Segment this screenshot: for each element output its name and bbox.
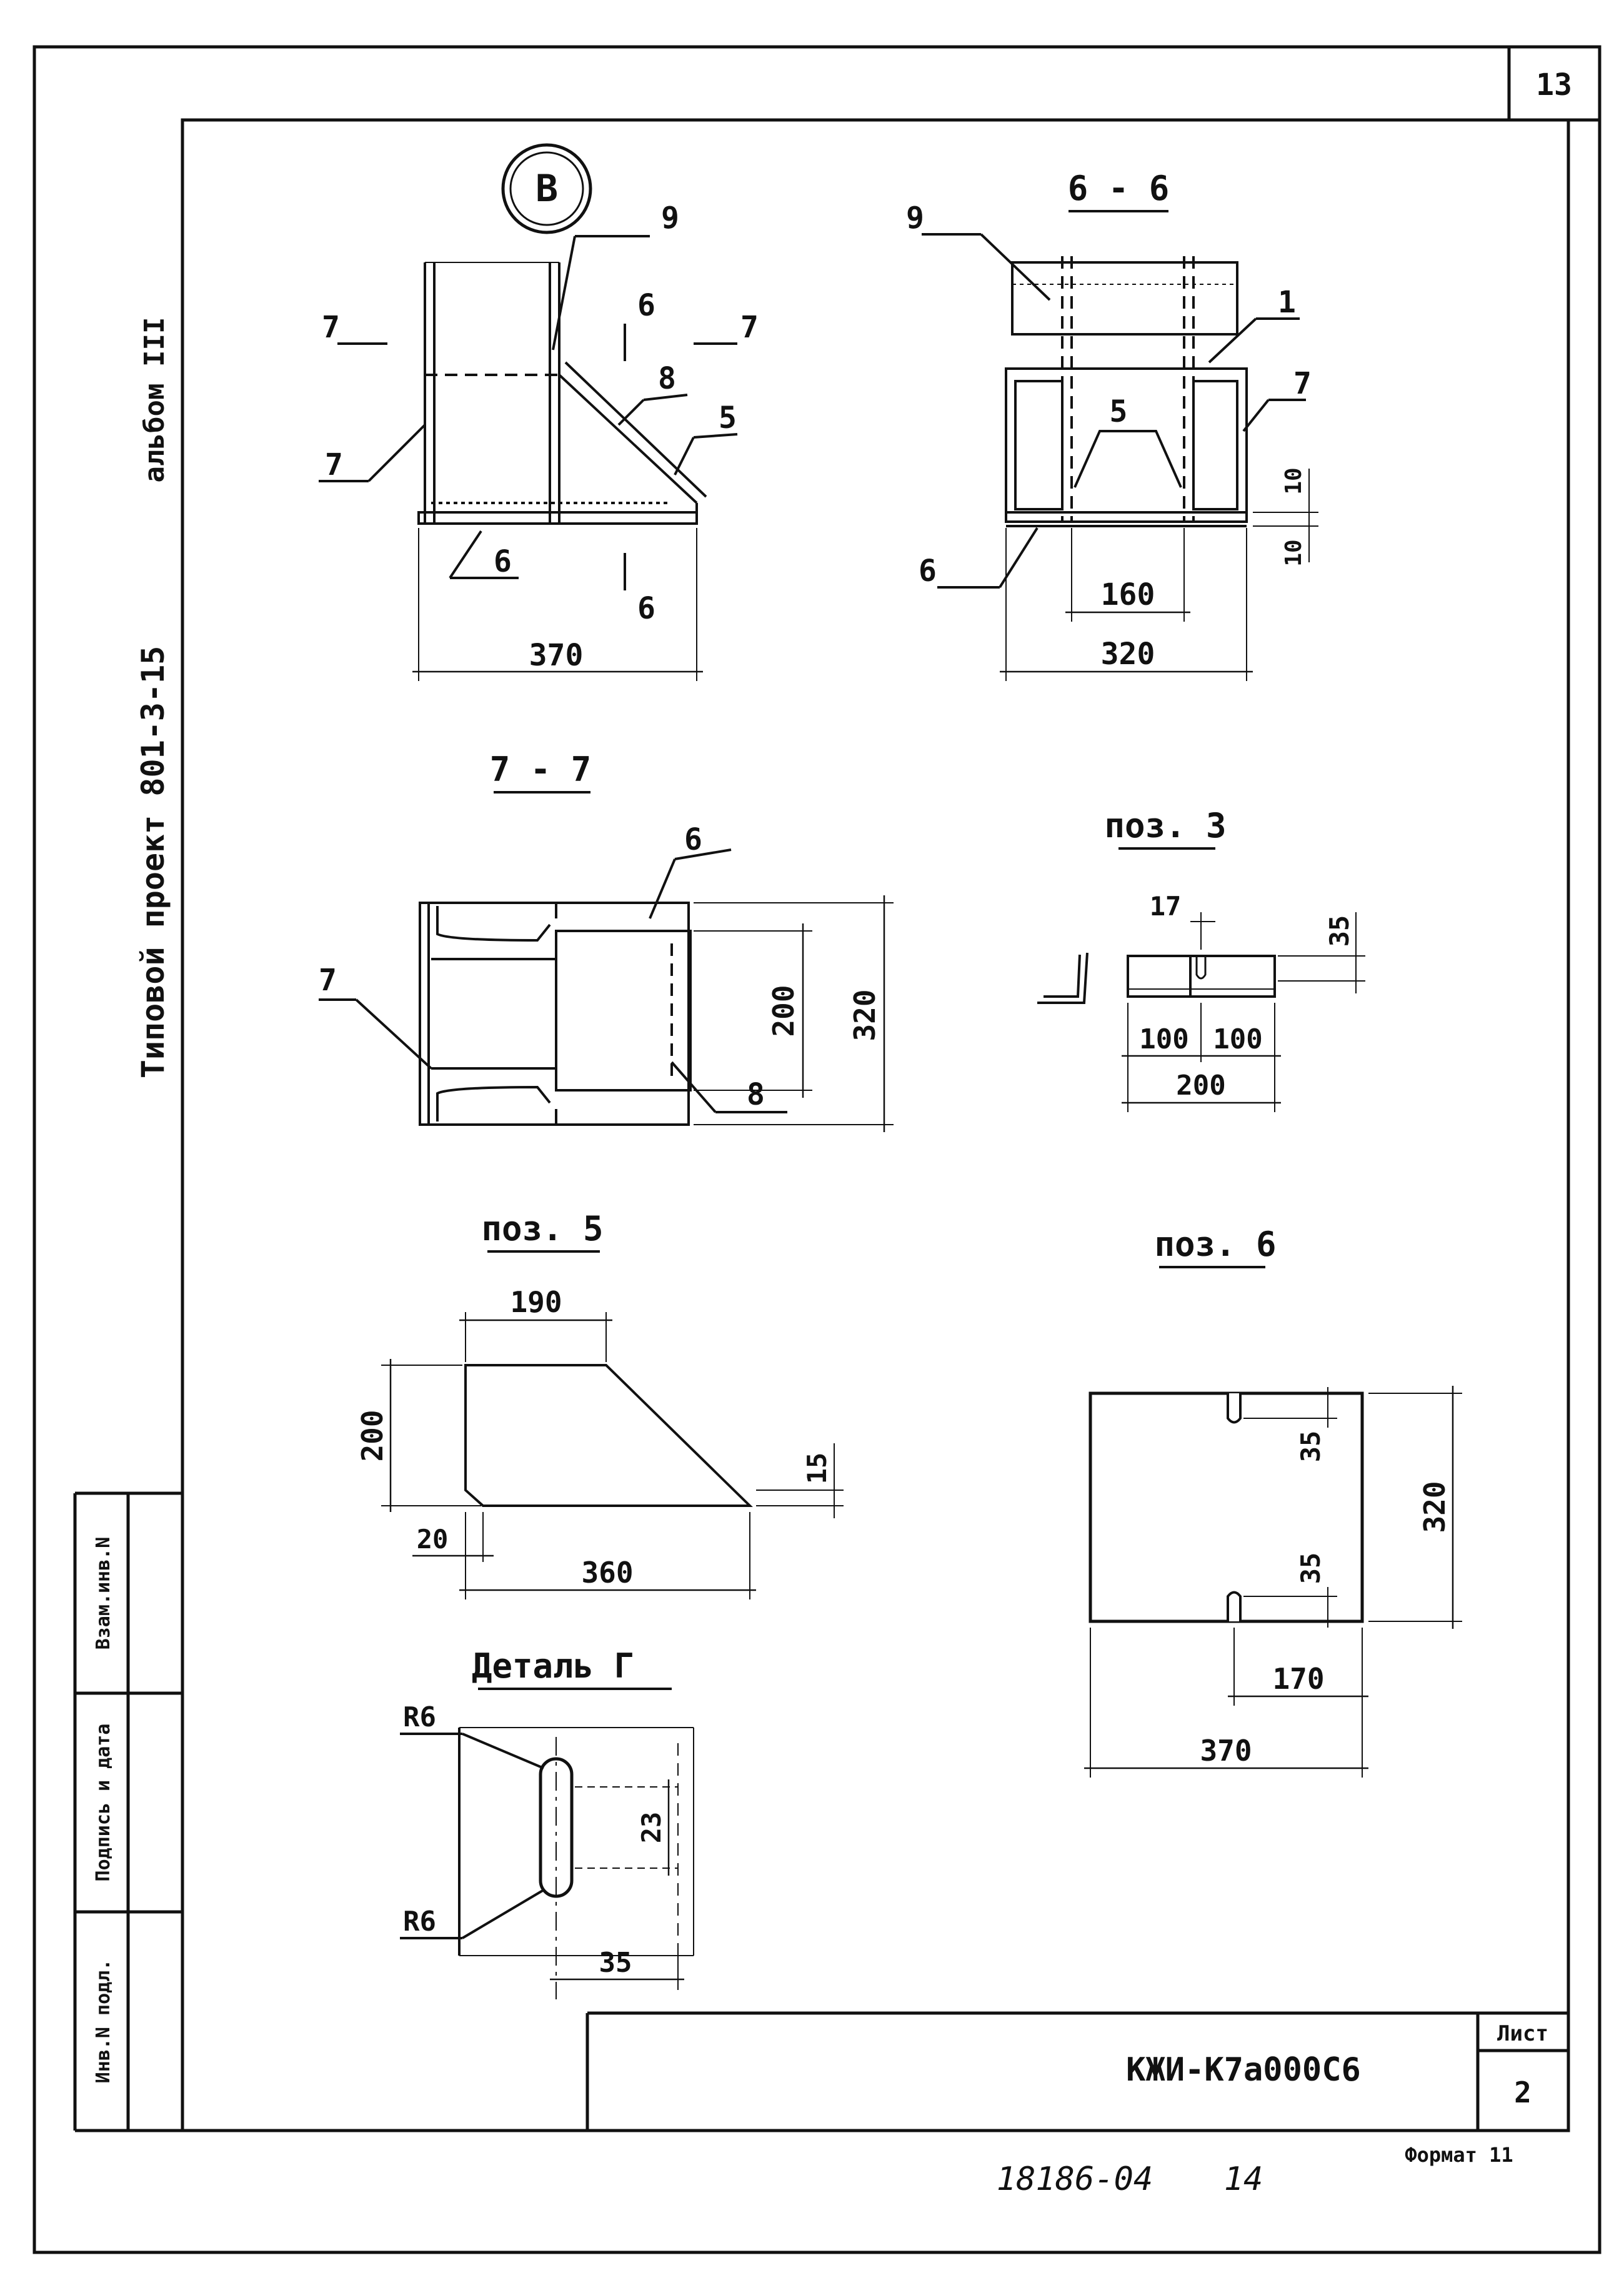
section-7-7-dim-200: 200: [767, 985, 800, 1037]
page-number: 13: [1536, 67, 1572, 102]
view-b-mark-6-top: 6: [637, 288, 655, 323]
view-b-dim-370: 370: [529, 638, 584, 673]
section-7-7-dim-320: 320: [848, 989, 882, 1041]
detail-g-dim-35: 35: [599, 1947, 632, 1979]
pos6-dim-370: 370: [1200, 1734, 1252, 1768]
pos3: [1037, 847, 1365, 1112]
pos5-dim-200: 200: [356, 1410, 389, 1461]
pos6-dim-170: 170: [1272, 1662, 1324, 1696]
view-b-mark-7-right: 7: [740, 310, 759, 345]
pos3-dim-17: 17: [1150, 891, 1182, 922]
pos3-dim-100-right: 100: [1213, 1023, 1262, 1055]
view-b-mark-6-bottom: 6: [637, 591, 655, 626]
pos6-title: поз. 6: [1154, 1225, 1276, 1264]
detail-g-r6-top: R6: [403, 1701, 436, 1733]
section-7-7-pos-8: 8: [747, 1077, 765, 1112]
section-6-6: [922, 210, 1318, 681]
archive-number: 18186-04: [997, 2161, 1153, 2198]
view-b-pos-9: 9: [661, 201, 679, 236]
view-b-mark-7-left: 7: [322, 310, 340, 345]
pos5: [381, 1250, 844, 1599]
section-7-7: [319, 791, 894, 1132]
pos6-dim-35-bottom: 35: [1295, 1553, 1326, 1584]
stamp-sign-label: Подпись и дата: [92, 1724, 114, 1882]
pos3-title: поз. 3: [1104, 806, 1226, 845]
stamp-inv-label: Инв.N подл.: [92, 1959, 114, 2084]
section-7-7-title: 7 - 7: [490, 750, 592, 789]
section-6-6-dim-10-upper: 10: [1281, 467, 1307, 494]
view-b: [319, 143, 738, 681]
pos5-dim-360: 360: [581, 1556, 633, 1589]
section-6-6-dim-160: 160: [1101, 577, 1155, 612]
view-b-pos-8: 8: [658, 361, 676, 396]
section-7-7-pos-7: 7: [319, 963, 337, 998]
section-6-6-title: 6 - 6: [1068, 169, 1170, 208]
detail-g: [400, 1688, 694, 1999]
section-7-7-pos-6: 6: [684, 822, 702, 857]
sheet-label: Лист: [1497, 2021, 1548, 2046]
detail-g-title: Деталь Г: [472, 1646, 634, 1686]
sheet-number: 2: [1514, 2076, 1532, 2109]
side-project: Типовой проект 801-3-15: [135, 646, 171, 1078]
pos5-dim-15: 15: [802, 1453, 832, 1485]
section-6-6-pos-5: 5: [1110, 394, 1128, 429]
detail-g-slot: [539, 1757, 574, 1898]
side-album: альбом III: [139, 317, 171, 483]
view-b-pos-6: 6: [494, 544, 512, 579]
section-6-6-dim-320: 320: [1101, 637, 1155, 672]
section-6-6-dim-10-lower: 10: [1281, 539, 1307, 566]
pos6: [1084, 1266, 1462, 1778]
pos3-dim-35: 35: [1324, 915, 1355, 947]
pos5-dim-190: 190: [510, 1285, 562, 1319]
doc-code: КЖИ-К7а000С6: [1126, 2051, 1361, 2089]
pos5-dim-20: 20: [417, 1524, 449, 1554]
section-6-6-pos-9: 9: [906, 201, 924, 236]
archive-page: 14: [1224, 2161, 1263, 2198]
pos6-dim-320: 320: [1418, 1481, 1452, 1533]
detail-g-r6-bottom: R6: [403, 1906, 436, 1937]
view-b-circle: [501, 143, 592, 234]
pos5-title: поз. 5: [481, 1209, 603, 1248]
detail-g-dim-23: 23: [636, 1812, 667, 1844]
format-label: Формат 11: [1405, 2143, 1513, 2167]
sheet-frame: [32, 45, 1602, 2254]
section-6-6-pos-7: 7: [1293, 366, 1312, 401]
section-6-6-pos-1: 1: [1278, 285, 1296, 320]
pos3-dim-200: 200: [1176, 1070, 1225, 1102]
stamp-replace-label: Взам.инв.N: [92, 1537, 114, 1650]
view-b-circle-label: В: [536, 167, 558, 211]
view-b-pos-5: 5: [719, 400, 737, 435]
view-b-pos-7: 7: [325, 447, 343, 482]
section-6-6-pos-6: 6: [919, 554, 937, 589]
pos6-dim-35-top: 35: [1295, 1431, 1326, 1463]
pos3-dim-100-left: 100: [1139, 1023, 1188, 1055]
